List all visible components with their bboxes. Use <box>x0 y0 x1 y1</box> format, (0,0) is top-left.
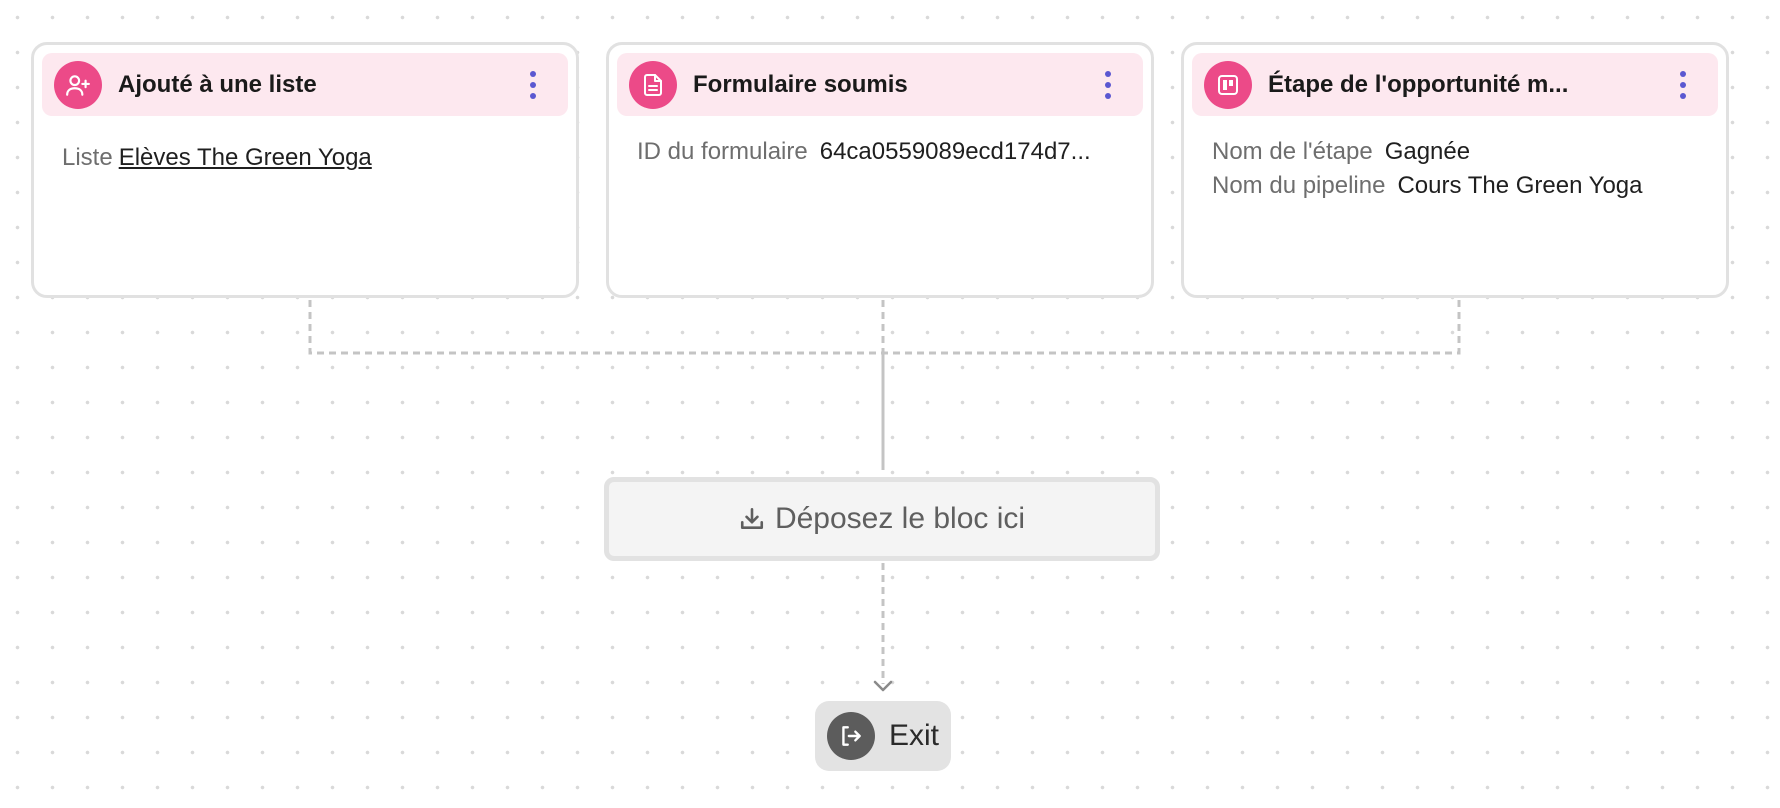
field-label: ID du formulaire <box>637 138 808 165</box>
exit-icon <box>827 712 875 760</box>
list-link[interactable]: Elèves The Green Yoga <box>118 144 372 171</box>
user-plus-icon <box>54 61 102 109</box>
download-icon <box>740 507 763 529</box>
exit-label: Exit <box>889 719 940 752</box>
field-value: Cours The Green Yoga <box>1397 172 1643 199</box>
card-title: Ajouté à une liste <box>118 71 317 98</box>
field-row: Nom du pipeline Cours The Green Yoga <box>1212 169 1702 203</box>
field-row: ID du formulaire 64ca0559089ecd174d7... <box>637 135 1127 169</box>
exit-node[interactable]: Exit <box>815 701 951 771</box>
arrow-head-icon <box>873 680 893 692</box>
trigger-card-opportunity-stage[interactable]: Étape de l'opportunité m... Nom de l'éta… <box>1181 42 1729 298</box>
card-header[interactable]: Ajouté à une liste <box>42 53 568 116</box>
drop-zone-label: Déposez le bloc ici <box>774 502 1026 535</box>
card-header[interactable]: Étape de l'opportunité m... <box>1192 53 1718 116</box>
more-options-icon[interactable] <box>1678 71 1688 99</box>
field-value: Gagnée <box>1384 138 1471 165</box>
card-body: Nom de l'étape Gagnée Nom du pipeline Cour… <box>1212 135 1702 203</box>
field-row: Nom de l'étape Gagnée <box>1212 135 1702 169</box>
connector-trigger-3 <box>883 300 1461 355</box>
field-label: Liste <box>62 144 113 171</box>
connector-trigger-1 <box>308 300 883 355</box>
kanban-board-icon <box>1204 61 1252 109</box>
more-options-icon[interactable] <box>1103 71 1113 99</box>
field-label: Nom du pipeline <box>1212 172 1386 199</box>
drop-zone[interactable]: Déposez le bloc ici <box>604 477 1160 561</box>
card-title: Formulaire soumis <box>693 71 908 98</box>
more-options-icon[interactable] <box>528 71 538 99</box>
field-value: 64ca0559089ecd174d7... <box>819 138 1091 165</box>
card-title: Étape de l'opportunité m... <box>1268 71 1569 98</box>
card-body: ID du formulaire 64ca0559089ecd174d7... <box>637 135 1127 169</box>
trigger-card-form-submitted[interactable]: Formulaire soumis ID du formulaire 64ca05… <box>606 42 1154 298</box>
document-icon <box>629 61 677 109</box>
card-header[interactable]: Formulaire soumis <box>617 53 1143 116</box>
field-label: Nom de l'étape <box>1212 138 1373 165</box>
